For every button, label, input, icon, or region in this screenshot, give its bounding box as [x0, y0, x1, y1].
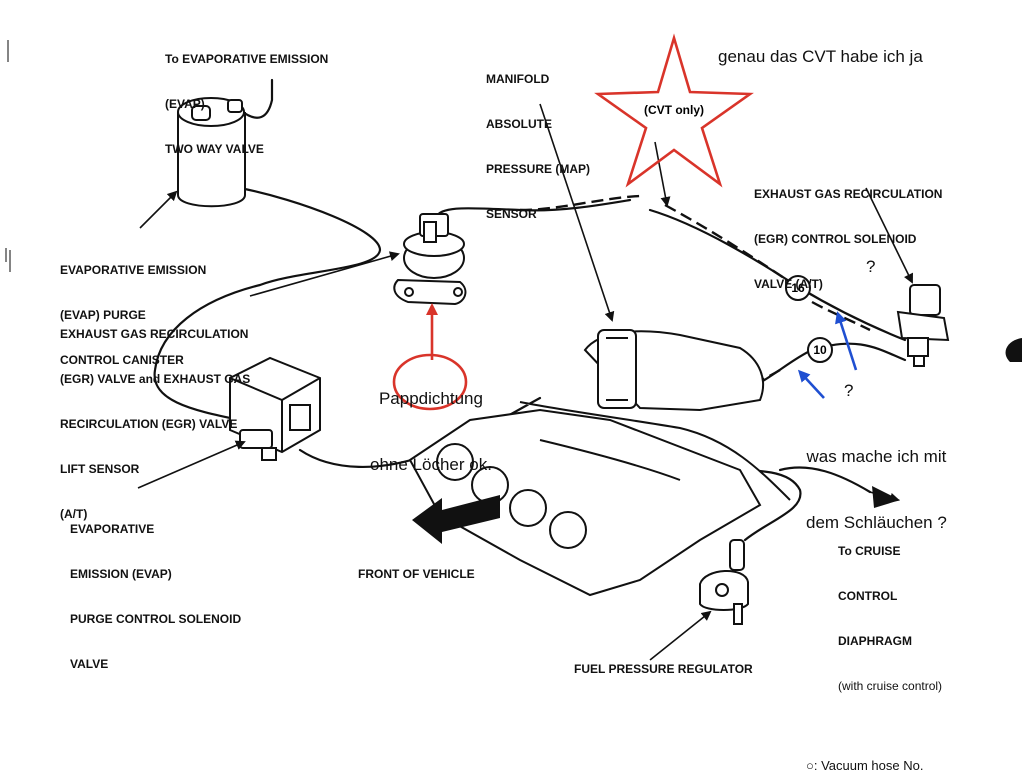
cvt-only-label: (CVT only): [644, 103, 704, 117]
note-line: dem Schläuchen ?: [806, 513, 947, 532]
label-front-of-vehicle: FRONT OF VEHICLE: [358, 567, 475, 581]
label-line: PURGE CONTROL SOLENOID: [70, 612, 242, 626]
blue-arrow-2: [797, 369, 825, 399]
hose-16-label: 16: [791, 281, 805, 295]
dashed-hoses: [519, 194, 871, 388]
label-line: DIAPHRAGM: [838, 634, 912, 648]
pointer-lines: [137, 103, 913, 661]
label-cruise-control: To CRUISE CONTROL DIAPHRAGM (with cruise…: [838, 514, 942, 709]
cruise-arrowhead: [872, 486, 900, 508]
label-line: (EGR) CONTROL SOLENOID: [754, 232, 917, 246]
note-line: was mache ich mit: [806, 447, 947, 466]
label-line: EVAPORATIVE EMISSION: [60, 263, 207, 277]
front-arrow: [412, 495, 500, 544]
scan-edge-marks: [5, 40, 11, 272]
label-line: (EVAP) PURGE: [60, 308, 146, 322]
label-line: EXHAUST GAS RECIRCULATION: [754, 187, 943, 201]
note-line: ohne Löcher ok.: [370, 455, 492, 474]
label-line: CONTROL CANISTER: [60, 353, 184, 367]
evap-canister: [177, 97, 246, 208]
label-egr-valve: EXHAUST GAS RECIRCULATION (EGR) VALVE an…: [60, 297, 250, 537]
evap-purge-solenoid: [229, 356, 321, 461]
footer-vacuum-hose-legend: ○: Vacuum hose No.: [806, 758, 924, 773]
note-cvt: genau das CVT habe ich ja: [718, 47, 923, 66]
red-star-annotation: [594, 33, 754, 188]
label-line: ABSOLUTE: [486, 117, 552, 131]
cylinder-head: [408, 408, 762, 597]
label-line: To CRUISE: [838, 544, 901, 558]
label-line: LIFT SENSOR: [60, 462, 140, 476]
label-evap-two-way-valve: To EVAPORATIVE EMISSION (EVAP) TWO WAY V…: [165, 22, 328, 172]
red-circle-annotation: [392, 353, 468, 411]
hose-16-badge: 16: [785, 275, 811, 301]
label-line: EVAPORATIVE: [70, 522, 155, 536]
label-line: TWO WAY VALVE: [165, 142, 264, 156]
note-question-1: ?: [866, 257, 876, 276]
blue-arrow-1: [835, 311, 858, 371]
note-gasket: Pappdichtung ohne Löcher ok.: [370, 344, 492, 498]
label-line: (A/T): [60, 507, 88, 521]
label-map-sensor: MANIFOLD ABSOLUTE PRESSURE (MAP) SENSOR: [486, 42, 590, 237]
fuel-pressure-regulator: [699, 539, 749, 625]
label-evap-purge-solenoid: EVAPORATIVE EMISSION (EVAP) PURGE CONTRO…: [70, 492, 241, 687]
label-evap-canister: EVAPORATIVE EMISSION (EVAP) PURGE CONTRO…: [60, 233, 206, 383]
note-hose-question: was mache ich mit dem Schläuchen ?: [806, 402, 947, 556]
note-question-2: ?: [844, 381, 854, 400]
label-line: (with cruise control): [838, 679, 943, 693]
note-line: Pappdichtung: [378, 389, 483, 408]
label-line: To EVAPORATIVE EMISSION: [165, 52, 329, 66]
label-fuel-pressure-regulator: FUEL PRESSURE REGULATOR: [574, 662, 753, 676]
label-line: EXHAUST GAS RECIRCULATION: [60, 327, 249, 341]
label-line: VALVE: [70, 657, 109, 671]
label-line: MANIFOLD: [486, 72, 550, 86]
hose-10-badge: 10: [807, 337, 833, 363]
label-line: PRESSURE (MAP): [486, 162, 591, 176]
label-line: (EVAP): [165, 97, 205, 111]
edge-fragment: [1005, 338, 1022, 362]
label-line: CONTROL: [838, 589, 898, 603]
hose-10-label: 10: [813, 343, 827, 357]
label-line: (EGR) VALVE and EXHAUST GAS: [60, 372, 251, 386]
label-egr-control-solenoid: EXHAUST GAS RECIRCULATION (EGR) CONTROL …: [754, 157, 942, 307]
egr-control-solenoid: [896, 284, 950, 367]
label-line: VALVE (A/T): [754, 277, 823, 291]
egr-valve: [393, 213, 467, 306]
label-line: RECIRCULATION (EGR) VALVE: [60, 417, 238, 431]
label-line: EMISSION (EVAP): [70, 567, 172, 581]
label-line: SENSOR: [486, 207, 537, 221]
